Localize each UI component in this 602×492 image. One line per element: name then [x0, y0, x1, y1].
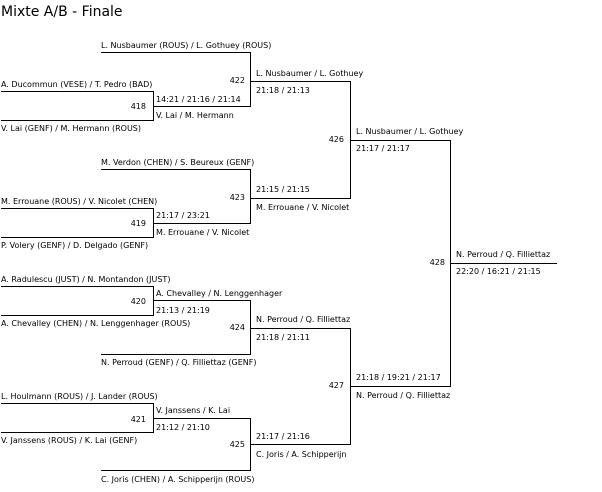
match-score-424: 21:18 / 21:11 — [256, 333, 310, 342]
entry-ducommun-pedro: A. Ducommun (VESE) / T. Pedro (BAD) — [1, 80, 153, 89]
bracket-title: Mixte A/B - Finale — [1, 4, 123, 20]
match-number-423: 423 — [229, 193, 245, 202]
match-winner-423: M. Errouane / V. Nicolet — [256, 203, 350, 212]
match-winner-424: N. Perroud / Q. Filliettaz — [256, 315, 351, 324]
match-number-420: 420 — [130, 297, 146, 306]
match-score-421: 21:12 / 21:10 — [156, 423, 210, 432]
match-number-424: 424 — [229, 323, 245, 332]
match-number-425: 425 — [229, 440, 245, 449]
match-winner-422: L. Nusbaumer / L. Gothuey — [256, 69, 364, 78]
entry-volery-delgado: P. Volery (GENF) / D. Delgado (GENF) — [1, 241, 149, 250]
match-winner-420: A. Chevalley / N. Lenggenhager — [156, 289, 283, 298]
entry-errouane-nicolet: M. Errouane (ROUS) / V. Nicolet (CHEN) — [1, 197, 158, 206]
entry-janssens-lai: V. Janssens (ROUS) / K. Lai (GENF) — [1, 436, 138, 445]
entry-nusbaumer-gothuey: L. Nusbaumer (ROUS) / L. Gothuey (ROUS) — [101, 41, 272, 50]
match-score-420: 21:13 / 21:19 — [156, 306, 210, 315]
match-number-422: 422 — [229, 76, 245, 85]
match-winner-427: N. Perroud / Q. Filliettaz — [356, 391, 451, 400]
entry-chevalley-lenggenhager: A. Chevalley (CHEN) / N. Lenggenhager (R… — [1, 319, 191, 328]
final-score-428: 22:20 / 16:21 / 21:15 — [456, 267, 541, 276]
match-number-418: 418 — [130, 102, 146, 111]
entry-lai-hermann: V. Lai (GENF) / M. Hermann (ROUS) — [1, 124, 141, 133]
match-number-426: 426 — [328, 135, 344, 144]
match-winner-425: C. Joris / A. Schipperijn — [256, 450, 347, 459]
match-number-421: 421 — [130, 415, 146, 424]
match-score-419: 21:17 / 23:21 — [156, 211, 210, 220]
entry-verdon-beureux: M. Verdon (CHEN) / S. Beureux (GENF) — [101, 158, 255, 167]
entry-joris-schipperijn: C. Joris (CHEN) / A. Schipperijn (ROUS) — [101, 475, 255, 484]
match-winner-426: L. Nusbaumer / L. Gothuey — [356, 127, 464, 136]
match-score-425: 21:17 / 21:16 — [256, 432, 310, 441]
match-winner-418: V. Lai / M. Hermann — [156, 111, 234, 120]
match-score-423: 21:15 / 21:15 — [256, 185, 310, 194]
match-score-418: 14:21 / 21:16 / 21:14 — [156, 95, 241, 104]
match-winner-419: M. Errouane / V. Nicolet — [156, 228, 250, 237]
entry-houlmann-lander: L. Houlmann (ROUS) / J. Lander (ROUS) — [1, 392, 158, 401]
match-score-422: 21:18 / 21:13 — [256, 86, 310, 95]
match-number-428: 428 — [429, 258, 445, 267]
entry-radulescu-montandon: A. Radulescu (JUST) / N. Montandon (JUST… — [1, 275, 171, 284]
match-winner-421: V. Janssens / K. Lai — [156, 406, 231, 415]
match-score-427: 21:18 / 19:21 / 21:17 — [356, 373, 441, 382]
match-number-427: 427 — [328, 381, 344, 390]
final-winner-428: N. Perroud / Q. Filliettaz — [456, 250, 551, 259]
match-number-419: 419 — [130, 219, 146, 228]
entry-perroud-filliettaz: N. Perroud (GENF) / Q. Filliettaz (GENF) — [101, 358, 257, 367]
match-score-426: 21:17 / 21:17 — [356, 144, 410, 153]
